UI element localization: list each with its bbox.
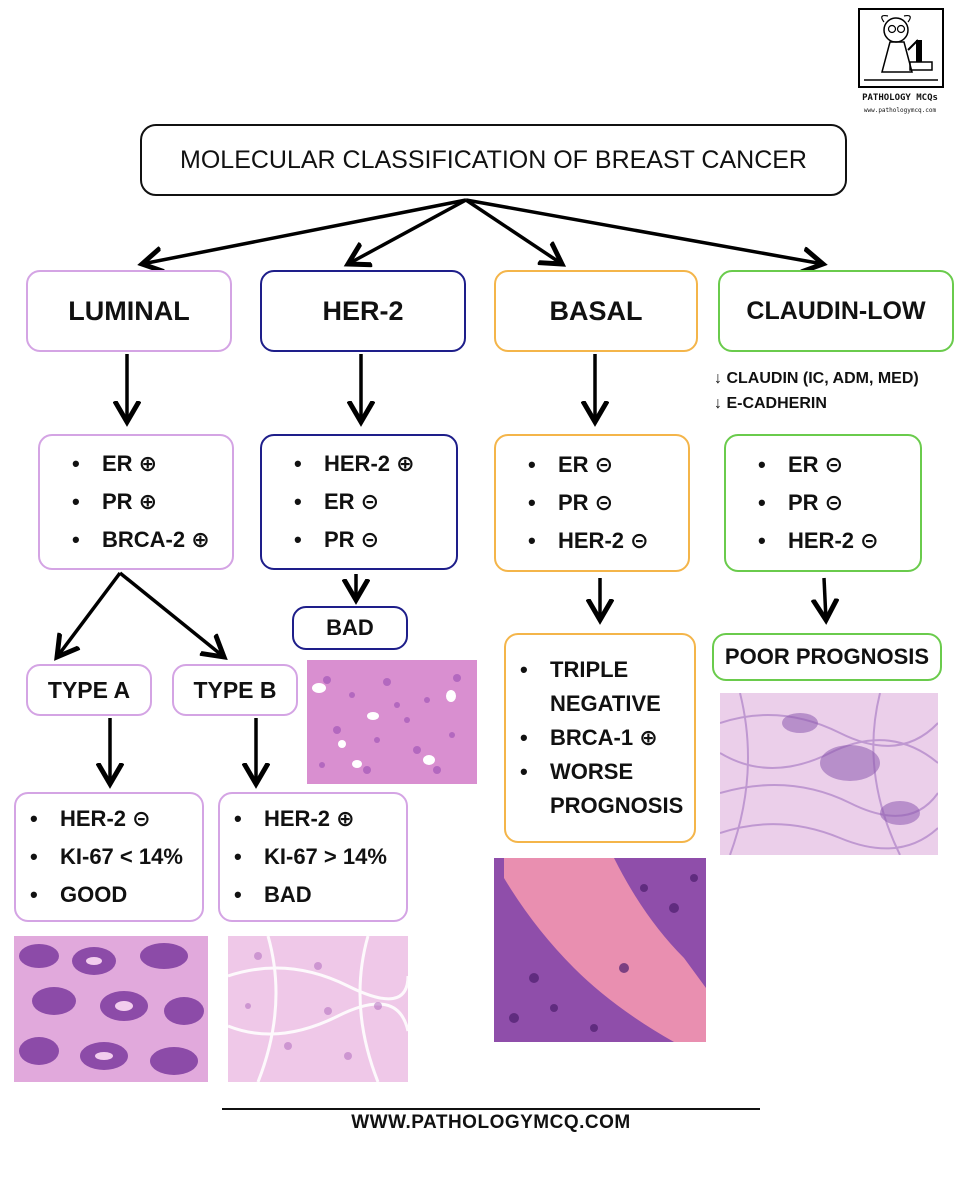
footer-url: WWW.PATHOLOGYMCQ.COM bbox=[351, 1112, 631, 1133]
features-text: WORSE bbox=[550, 759, 634, 784]
type-a-label: TYPE A bbox=[47, 676, 131, 703]
list-item: HER-2 ⊕ bbox=[234, 800, 387, 838]
diagram-title-box: MOLECULAR CLASSIFICATION OF BREAST CANCE… bbox=[140, 124, 847, 196]
type-a-micrograph bbox=[14, 936, 208, 1082]
basal-box: BASAL bbox=[494, 270, 698, 352]
luminal-box: LUMINAL bbox=[26, 270, 232, 352]
claudin-note-line-1: ↓ CLAUDIN (IC, ADM, MED) bbox=[714, 370, 919, 387]
diagram-title: MOLECULAR CLASSIFICATION OF BREAST CANCE… bbox=[180, 145, 807, 174]
claudin-low-box: CLAUDIN-LOW bbox=[718, 270, 954, 352]
list-item: KI-67 < 14% bbox=[30, 838, 183, 876]
luminal-markers-box: ER ⊕ PR ⊕ BRCA-2 ⊕ bbox=[38, 434, 234, 570]
list-item: PR ⊕ bbox=[72, 483, 210, 521]
list-item: ER ⊝ bbox=[528, 446, 649, 484]
arrow-claudin-prognosis bbox=[824, 577, 826, 620]
list-item: BRCA-2 ⊕ bbox=[72, 521, 210, 559]
arrow-luminal-typea bbox=[57, 571, 122, 657]
arrow-title-her2 bbox=[348, 198, 467, 264]
logo bbox=[858, 8, 944, 88]
list-item: HER-2 ⊝ bbox=[528, 522, 649, 560]
basal-markers-box: ER ⊝ PR ⊝ HER-2 ⊝ bbox=[494, 434, 690, 572]
her2-prognosis-box: BAD bbox=[292, 606, 408, 650]
basal-label: BASAL bbox=[549, 295, 643, 326]
type-a-features-box: HER-2 ⊝ KI-67 < 14% GOOD bbox=[14, 792, 204, 922]
list-item: HER-2 ⊝ bbox=[758, 522, 879, 560]
type-b-features-box: HER-2 ⊕ KI-67 > 14% BAD bbox=[218, 792, 408, 922]
type-b-label: TYPE B bbox=[193, 676, 277, 703]
arrow-luminal-typeb bbox=[118, 571, 224, 657]
logo-url: www.pathologymcq.com bbox=[863, 107, 937, 114]
list-item: WORSE PROGNOSIS bbox=[520, 755, 683, 823]
arrow-title-claudin bbox=[465, 198, 823, 264]
claudin-low-label: CLAUDIN-LOW bbox=[746, 296, 926, 325]
basal-features-box: TRIPLE NEGATIVE BRCA-1 ⊕ WORSE PROGNOSIS bbox=[504, 633, 696, 843]
scientist-microscope-icon bbox=[864, 15, 938, 81]
list-item: KI-67 > 14% bbox=[234, 838, 387, 876]
arrow-title-luminal bbox=[142, 198, 467, 264]
logo-name: PATHOLOGY MCQs bbox=[862, 93, 938, 103]
list-item: BAD bbox=[234, 876, 387, 914]
list-item: ER ⊝ bbox=[758, 446, 879, 484]
claudin-prognosis: POOR PROGNOSIS bbox=[724, 644, 930, 669]
list-item: BRCA-1 ⊕ bbox=[520, 721, 683, 755]
list-item: ER ⊕ bbox=[72, 445, 210, 483]
list-item: GOOD bbox=[30, 876, 183, 914]
list-item: TRIPLE NEGATIVE bbox=[520, 653, 683, 721]
her2-markers-box: HER-2 ⊕ ER ⊝ PR ⊝ bbox=[260, 434, 458, 570]
arrow-title-basal bbox=[465, 198, 562, 264]
list-item: PR ⊝ bbox=[294, 521, 415, 559]
list-item: HER-2 ⊕ bbox=[294, 445, 415, 483]
luminal-label: LUMINAL bbox=[68, 295, 190, 326]
list-item: ER ⊝ bbox=[294, 483, 415, 521]
type-a-box: TYPE A bbox=[26, 664, 152, 716]
list-item: HER-2 ⊝ bbox=[30, 800, 183, 838]
features-text: PROGNOSIS bbox=[550, 793, 684, 818]
her2-box: HER-2 bbox=[260, 270, 466, 352]
claudin-note-line-2: ↓ E-CADHERIN bbox=[714, 395, 827, 412]
claudin-prognosis-box: POOR PROGNOSIS bbox=[712, 633, 942, 681]
claudin-micrograph bbox=[720, 693, 938, 855]
basal-micrograph bbox=[494, 858, 706, 1042]
type-b-box: TYPE B bbox=[172, 664, 298, 716]
list-item: PR ⊝ bbox=[758, 484, 879, 522]
list-item: PR ⊝ bbox=[528, 484, 649, 522]
claudin-note: ↓ CLAUDIN (IC, ADM, MED) ↓ E-CADHERIN bbox=[714, 366, 960, 416]
features-text: NEGATIVE bbox=[550, 691, 661, 716]
her2-micrograph bbox=[307, 660, 477, 784]
claudin-markers-box: ER ⊝ PR ⊝ HER-2 ⊝ bbox=[724, 434, 922, 572]
her2-prognosis: BAD bbox=[326, 615, 374, 640]
footer-divider bbox=[222, 1108, 760, 1110]
her2-label: HER-2 bbox=[322, 295, 404, 326]
type-b-micrograph bbox=[228, 936, 408, 1082]
features-text: TRIPLE bbox=[550, 657, 629, 682]
